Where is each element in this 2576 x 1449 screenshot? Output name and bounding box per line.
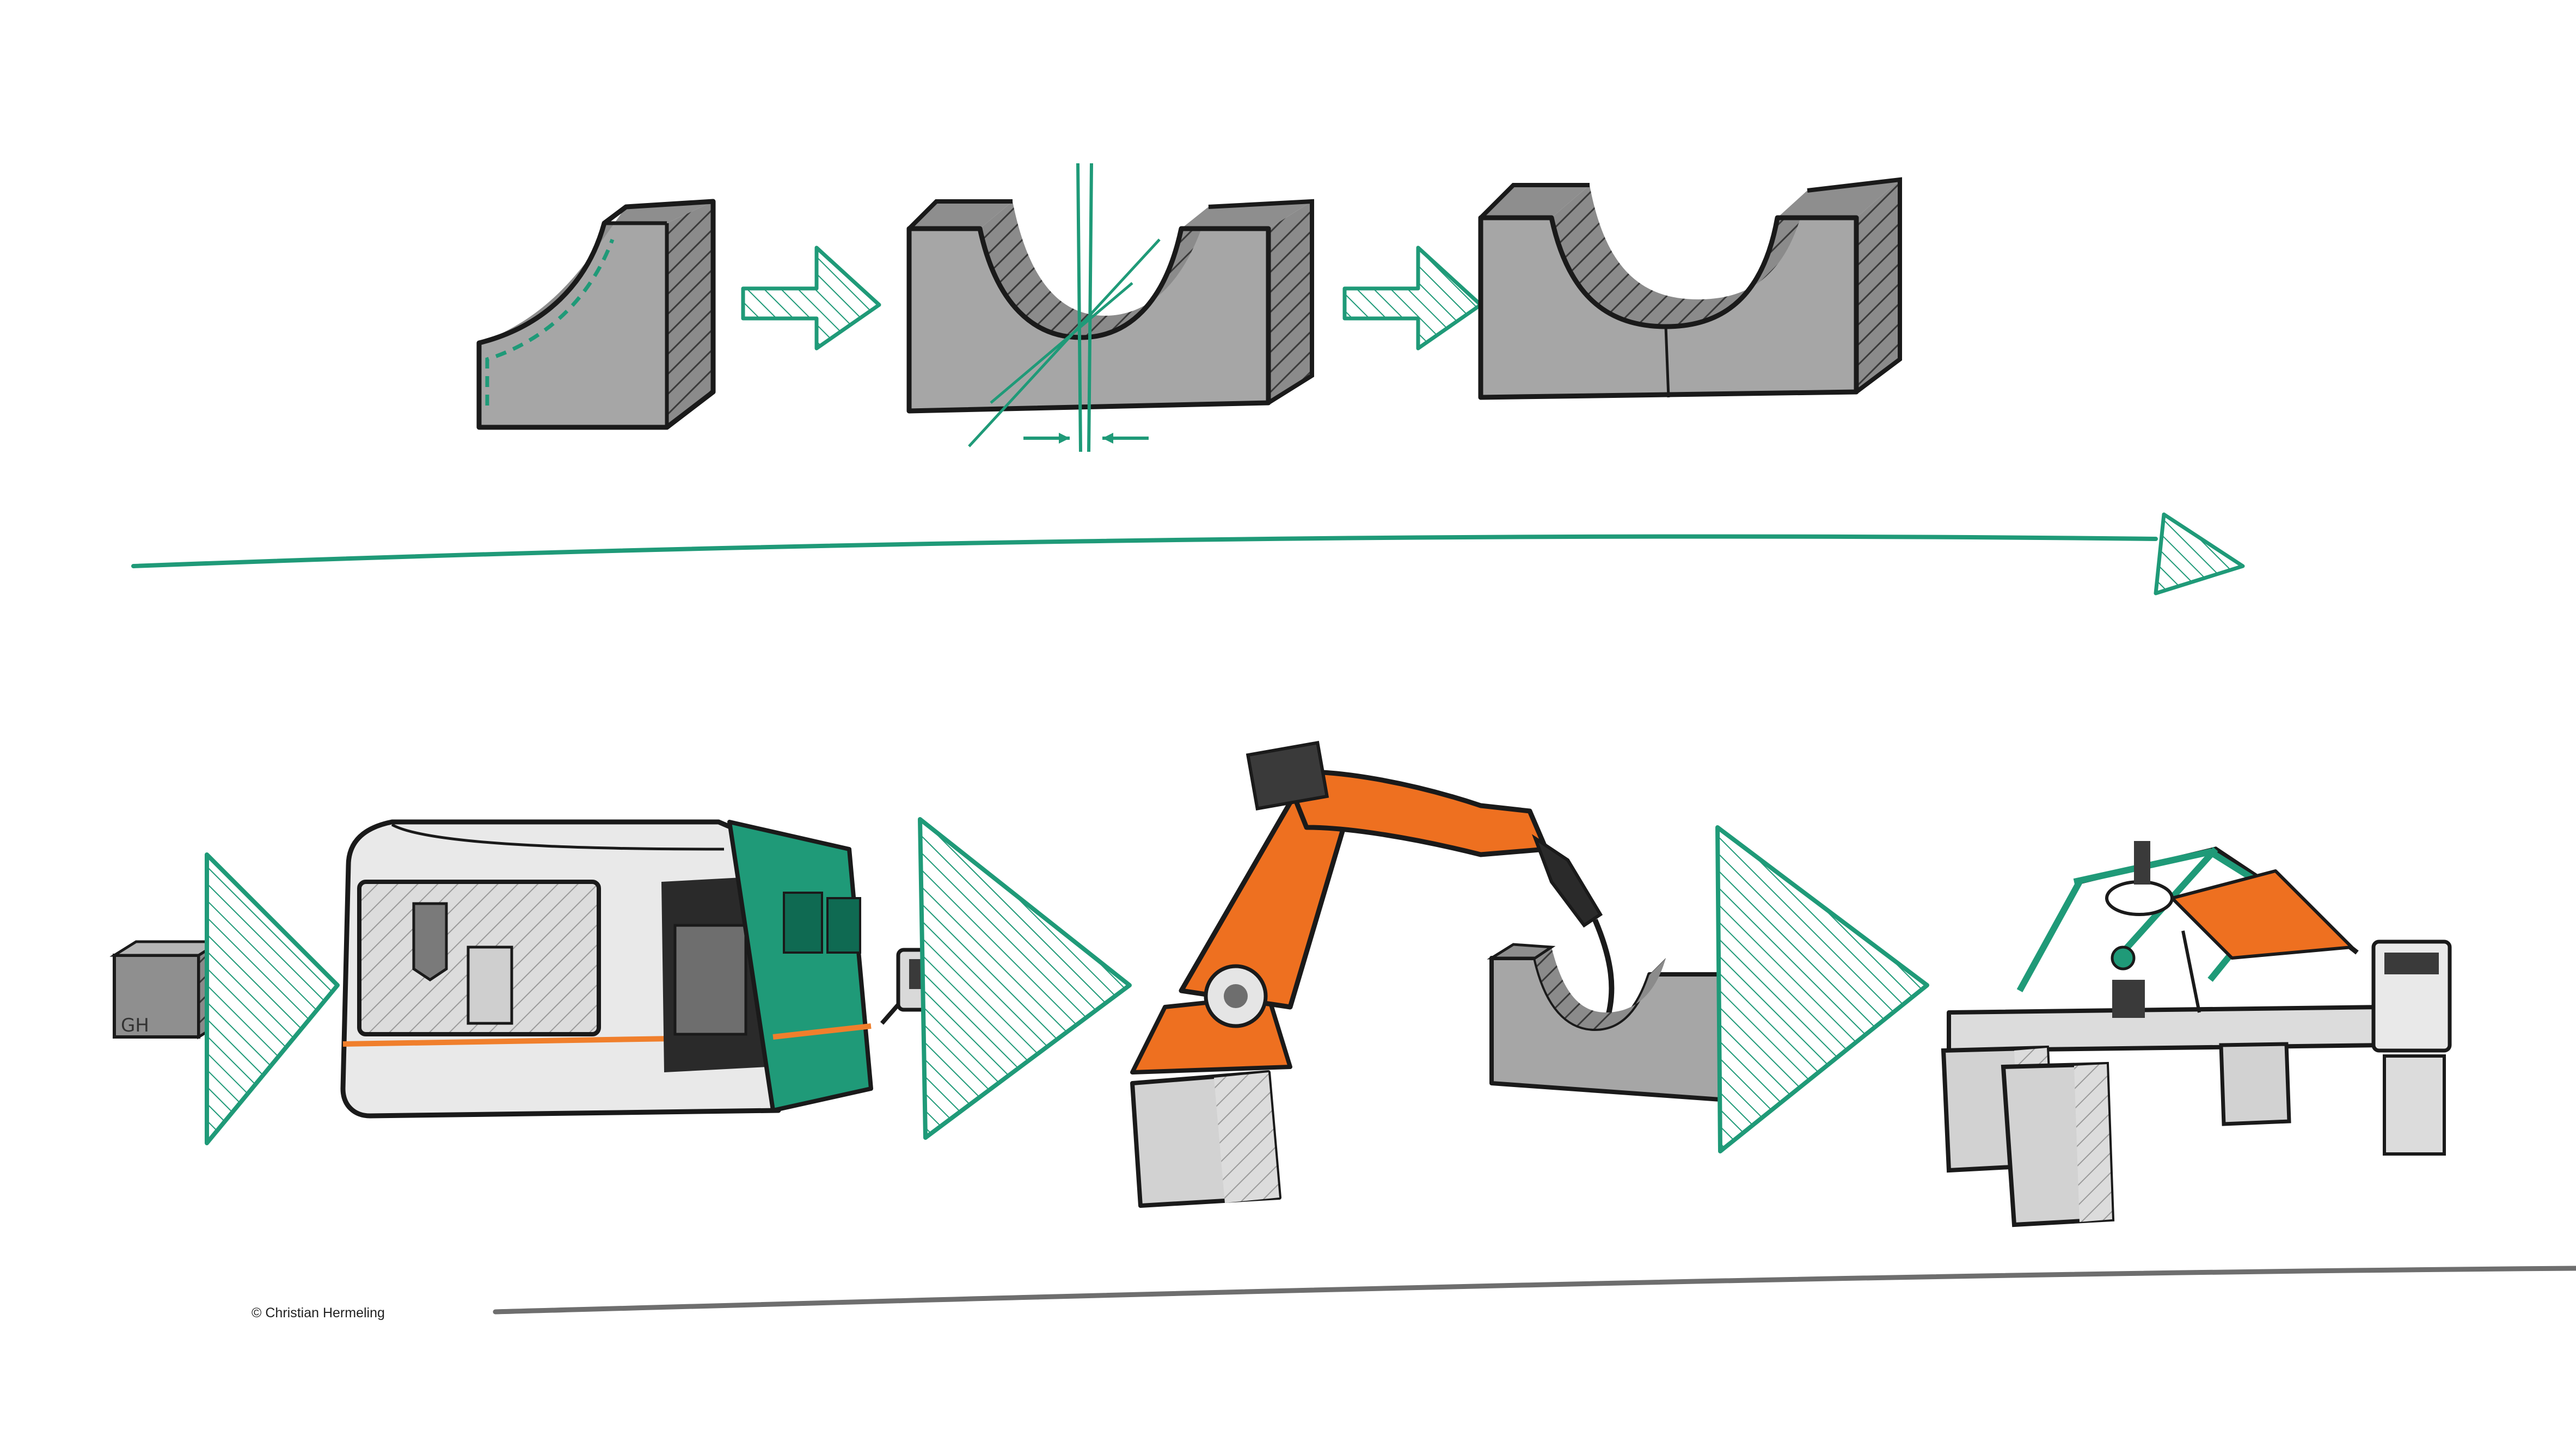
right-arrow-icon-2 [1342, 245, 1483, 351]
raw-block: GH [109, 939, 225, 1040]
measuring-machine [1941, 841, 2452, 1227]
right-arrow-icon-1 [741, 245, 881, 351]
stage-finished-part [1478, 177, 1902, 400]
stage-two-halves-joined [906, 163, 1314, 452]
hatched-triangle-icon-3 [1715, 825, 1929, 1153]
stage-half-block [476, 199, 716, 430]
baseline-stroke [493, 1266, 2576, 1315]
hatched-triangle-icon-1 [205, 852, 340, 1145]
cnc-machine [340, 819, 960, 1119]
timeline-arrow [131, 512, 2245, 595]
workpiece-stamp: GH [121, 1015, 149, 1036]
copyright-credit: © Christian Hermeling [252, 1305, 385, 1321]
industrial-robot [1130, 740, 1615, 1208]
hatched-triangle-icon-2 [918, 817, 1132, 1140]
